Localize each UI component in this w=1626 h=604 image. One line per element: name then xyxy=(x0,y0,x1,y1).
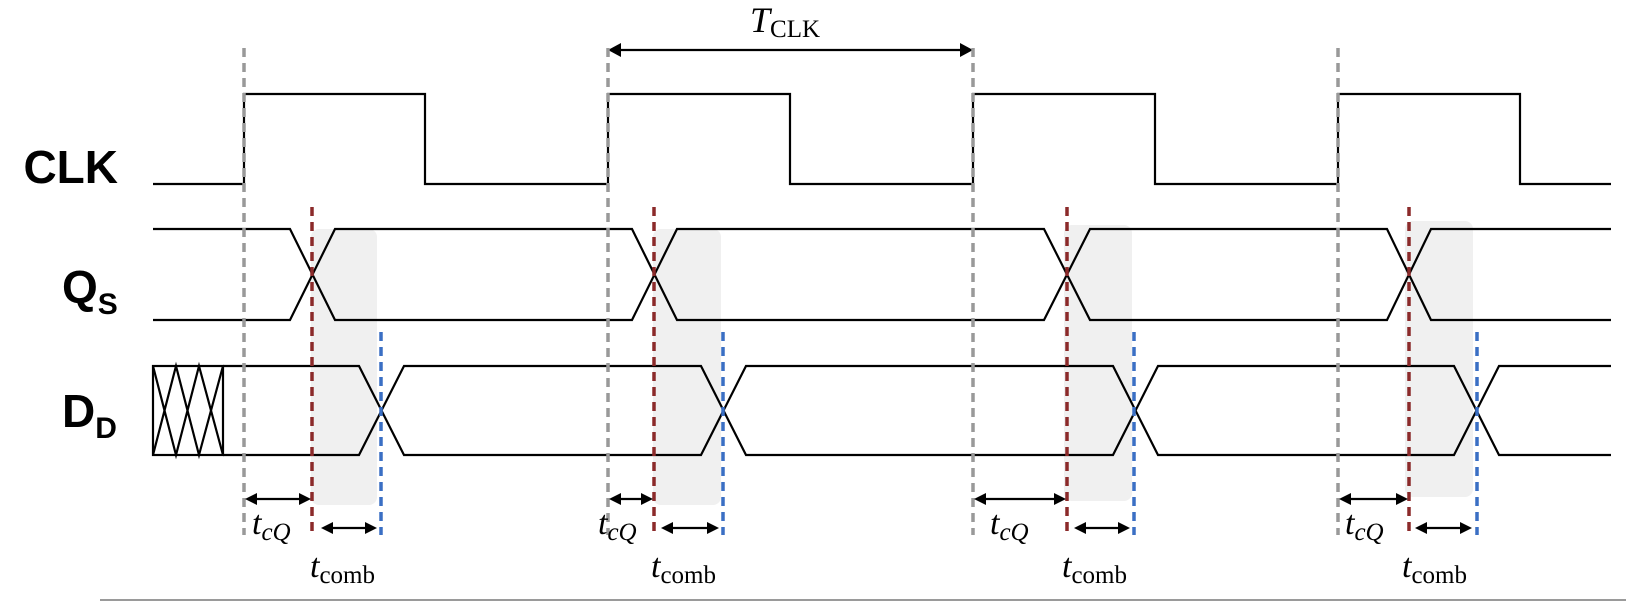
tcomb-arrow-3 xyxy=(1074,522,1130,534)
dd-label-subscript: D xyxy=(95,412,117,445)
qs-label: QS xyxy=(62,261,118,321)
qs-label-subscript: S xyxy=(98,288,118,321)
clk-label: CLK xyxy=(23,141,118,193)
tcq-arrow-1 xyxy=(245,493,311,505)
tcomb-label-4: tcomb xyxy=(1402,548,1467,589)
tcq-arrow-2 xyxy=(609,493,653,505)
tcomb-label-3: tcomb xyxy=(1062,548,1127,589)
tcomb-arrow-4 xyxy=(1415,522,1472,534)
tcomb-labels: tcomb tcomb tcomb tcomb xyxy=(310,548,1467,589)
period-label-subscript: CLK xyxy=(770,16,820,43)
tcq-arrows xyxy=(245,493,1408,505)
tcq-labels: tcQ tcQ tcQ tcQ xyxy=(252,505,1384,546)
comb-shade-regions xyxy=(311,221,1473,505)
tcq-arrow-3 xyxy=(974,493,1066,505)
tcomb-label-1: tcomb xyxy=(310,548,375,589)
tcq-label-2: tcQ xyxy=(598,505,637,546)
period-arrow xyxy=(608,43,973,57)
dd-unknown-region xyxy=(151,361,225,460)
tcq-arrow-4 xyxy=(1339,493,1408,505)
tcq-label-4: tcQ xyxy=(1345,505,1384,546)
tcq-label-3: tcQ xyxy=(990,505,1029,546)
tcomb-arrow-2 xyxy=(661,522,719,534)
clock-edge-markers xyxy=(242,48,1340,535)
tcq-label-1: tcQ xyxy=(252,505,291,546)
tcomb-arrows xyxy=(321,522,1472,534)
tcomb-markers xyxy=(379,332,1479,535)
dd-label-main: D xyxy=(62,385,95,437)
comb-shade-3 xyxy=(1064,225,1132,501)
clk-waveform xyxy=(153,92,1611,186)
tcomb-arrow-1 xyxy=(321,522,377,534)
comb-shade-4 xyxy=(1405,221,1473,497)
period-label: TCLK xyxy=(750,0,820,43)
tcomb-label-2: tcomb xyxy=(651,548,716,589)
dd-label: DD xyxy=(62,385,117,445)
period-label-main: T xyxy=(750,0,773,40)
qs-label-main: Q xyxy=(62,261,98,313)
tcq-markers xyxy=(310,207,1411,535)
dd-waveform xyxy=(223,364,1611,457)
